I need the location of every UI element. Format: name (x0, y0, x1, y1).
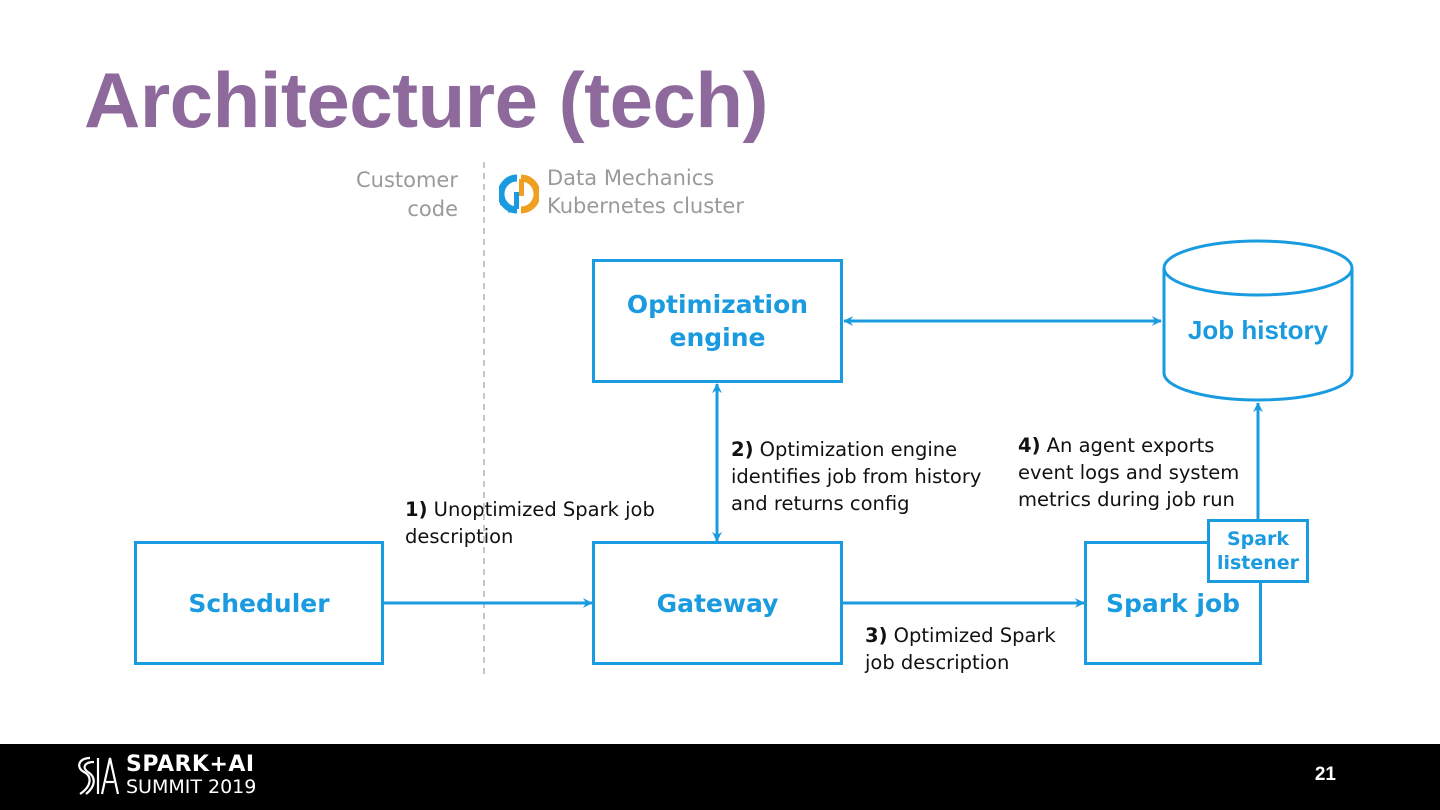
step-2-line1: Optimization engine (753, 438, 958, 461)
step-4-line1: An agent exports (1040, 434, 1215, 457)
cluster-label-line2: Kubernetes cluster (547, 194, 744, 218)
step-1-line1: Unoptimized Spark job (427, 498, 655, 521)
brand-line1: SPARK+AI (126, 752, 255, 777)
customer-code-line1: Customer (355, 168, 458, 192)
job-history-cylinder (1162, 239, 1354, 402)
step-4-line3: metrics during job run (1018, 488, 1235, 511)
data-mechanics-logo-icon (499, 174, 539, 214)
spark-ai-summit-logo: SPARK+AI SUMMIT 2019 (72, 754, 256, 798)
step-4-note: 4) An agent exports event logs and syste… (1018, 432, 1239, 513)
spark-job-label: Spark job (1105, 588, 1241, 618)
scheduler-label: Scheduler (188, 588, 330, 618)
customer-code-label: Customer code (300, 166, 458, 224)
step-1-line2: description (405, 525, 514, 548)
step-3-line1: Optimized Spark (887, 624, 1056, 647)
step-2-note: 2) Optimization engine identifies job fr… (731, 436, 981, 517)
diagram-connectors (383, 162, 1354, 676)
brand-line2: SUMMIT 2019 (126, 776, 257, 798)
cluster-label-line1: Data Mechanics (547, 166, 715, 190)
customer-code-line2: code (407, 197, 458, 221)
step-2-line3: and returns config (731, 492, 910, 515)
page-number: 21 (1314, 764, 1336, 785)
optimization-engine-line1: Optimization (626, 290, 809, 319)
optimization-engine-line2: engine (669, 323, 766, 352)
footer-bar: SPARK+AI SUMMIT 2019 21 (0, 744, 1440, 810)
step-2-number: 2) (731, 438, 754, 461)
step-3-note: 3) Optimized Spark job description (865, 622, 1056, 676)
spark-listener-node[interactable]: Spark listener (1207, 519, 1309, 583)
gateway-label: Gateway (656, 588, 779, 618)
spark-ai-summit-logo-icon (78, 756, 120, 795)
step-3-number: 3) (865, 624, 888, 647)
job-history-label: Job history (1187, 315, 1329, 345)
step-3-line2: job description (865, 651, 1010, 674)
scheduler-node[interactable]: Scheduler (134, 541, 384, 665)
cluster-label: Data Mechanics Kubernetes cluster (547, 164, 744, 220)
step-2-line2: identifies job from history (731, 465, 982, 488)
spark-listener-line1: Spark (1226, 528, 1290, 550)
spark-listener-line2: listener (1216, 552, 1300, 574)
gateway-node[interactable]: Gateway (592, 541, 843, 665)
step-1-note: 1) Unoptimized Spark job description (405, 496, 655, 550)
slide-title: Architecture (tech) (84, 56, 768, 144)
step-4-number: 4) (1018, 434, 1041, 457)
step-4-line2: event logs and system (1018, 461, 1240, 484)
optimization-engine-node[interactable]: Optimization engine (592, 259, 843, 383)
step-1-number: 1) (405, 498, 428, 521)
